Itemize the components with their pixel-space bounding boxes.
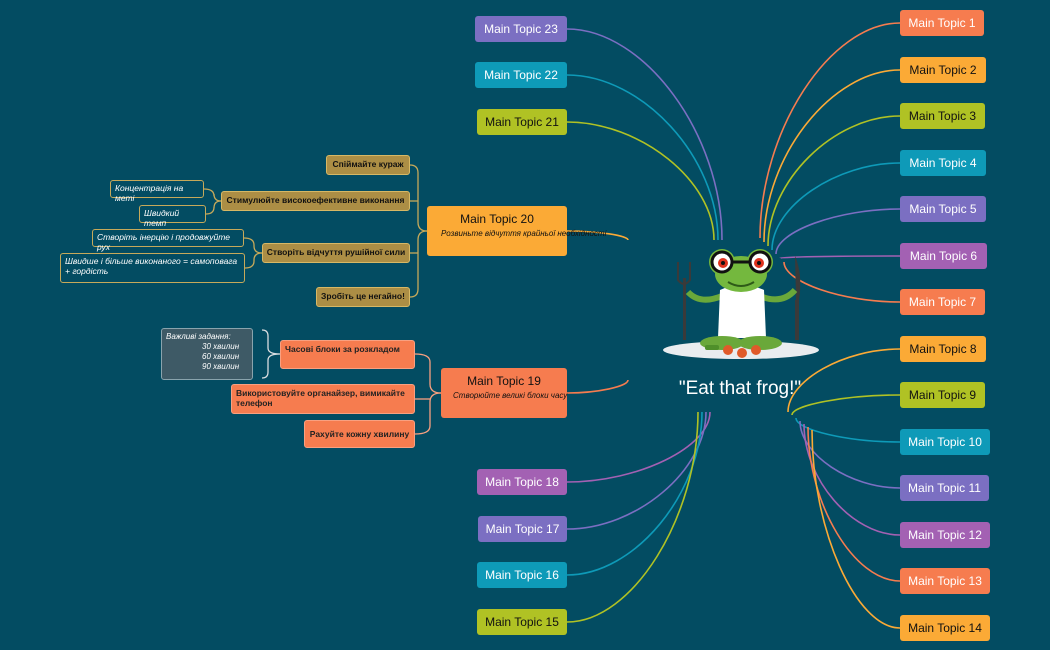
main-topic-8[interactable]: Main Topic 8 — [900, 336, 986, 362]
bracket-stimulate-a — [203, 188, 222, 202]
main-topic-9[interactable]: Main Topic 9 — [900, 382, 985, 408]
leaf-fast-pace[interactable]: Швидкий темп — [139, 205, 206, 228]
important-tasks-heading: Важливі задання: — [166, 332, 231, 341]
connector-main-topic-16 — [566, 411, 703, 576]
important-tasks-line-2: 60 хвилин — [202, 352, 240, 361]
leaf-faster-more-done[interactable]: Швидше і більше виконаного = самоповага … — [60, 253, 245, 283]
main-topic-17[interactable]: Main Topic 17 — [478, 516, 567, 542]
main-topic-7[interactable]: Main Topic 7 — [900, 289, 985, 315]
connector-main-topic-17 — [566, 411, 707, 530]
main-topic-15[interactable]: Main Topic 15 — [477, 609, 567, 635]
main-topic-19-title: Main Topic 19 — [467, 374, 541, 388]
bracket-topic19-a — [414, 353, 442, 394]
bracket-topic20-a — [409, 164, 428, 232]
connector-main-topic-10 — [795, 417, 901, 443]
important-tasks-line-1: 30 хвилин — [202, 342, 240, 351]
connector-main-topic-11 — [799, 420, 901, 489]
connector-main-topic-6 — [779, 255, 901, 259]
main-topic-6[interactable]: Main Topic 6 — [900, 243, 987, 269]
connector-main-topic-2 — [763, 69, 901, 243]
connector-main-topic-4 — [771, 162, 901, 251]
main-topic-10[interactable]: Main Topic 10 — [900, 429, 990, 455]
main-topic-22[interactable]: Main Topic 22 — [475, 62, 567, 88]
connector-lines — [566, 22, 901, 629]
connector-main-topic-1 — [759, 22, 901, 239]
connector-main-topic-12 — [803, 423, 901, 536]
connector-main-topic-23 — [566, 28, 723, 241]
main-topic-20[interactable]: Main Topic 20 Розвиньте відчуття крайньо… — [427, 206, 607, 256]
main-topic-19-note: Створюйте великі блоки часу — [453, 391, 568, 400]
main-topic-14[interactable]: Main Topic 14 — [900, 615, 990, 641]
leaf-focus-on-goal[interactable]: Концентрація на меті — [110, 180, 204, 203]
connector-main-topic-21 — [566, 121, 715, 241]
bracket-stimulate-b — [205, 200, 222, 215]
connector-main-topic-15 — [566, 411, 699, 623]
main-topic-13[interactable]: Main Topic 13 — [900, 568, 990, 594]
connector-main-topic-3 — [767, 115, 901, 247]
connector-main-topic-9 — [791, 394, 901, 416]
bracket-momentum-a — [243, 237, 263, 254]
subtopic-stimulate-performance[interactable]: Стимулюйте високоефективне виконання — [221, 191, 410, 211]
subtopic-time-blocks[interactable]: Часові блоки за розкладом — [280, 340, 415, 369]
subtopic-count-every-minute[interactable]: Рахуйте кожну хвилину — [304, 420, 415, 448]
connector-main-topic-7 — [783, 261, 901, 303]
main-topic-19[interactable]: Main Topic 19 Створюйте великі блоки час… — [441, 368, 567, 418]
connector-main-topic-20 — [566, 230, 629, 241]
subtopic-catch-courage[interactable]: Спіймайте кураж — [326, 155, 410, 175]
connector-main-topic-22 — [566, 74, 719, 241]
subtopic-momentum[interactable]: Створіть відчуття рушійної сили — [262, 243, 410, 263]
main-topic-3[interactable]: Main Topic 3 — [900, 103, 985, 129]
main-topic-23[interactable]: Main Topic 23 — [475, 16, 567, 42]
subtopic-connector-lines — [203, 164, 442, 435]
leaf-create-inertia[interactable]: Створіть інерцію і продовжуйте рух — [92, 229, 244, 252]
central-topic-title[interactable]: "Eat that frog!" — [678, 378, 802, 399]
subtopic-do-it-now[interactable]: Зробіть це негайно! — [316, 287, 410, 307]
connector-main-topic-13 — [807, 426, 901, 582]
main-topic-21[interactable]: Main Topic 21 — [477, 109, 567, 135]
bracket-topic20-b — [409, 230, 428, 298]
main-topic-11[interactable]: Main Topic 11 — [900, 475, 989, 501]
main-topic-12[interactable]: Main Topic 12 — [900, 522, 990, 548]
connector-main-topic-5 — [775, 208, 901, 255]
important-tasks-note: Важливі задання: 30 хвилин 60 хвилин 90 … — [161, 328, 253, 380]
main-topic-5[interactable]: Main Topic 5 — [900, 196, 986, 222]
bracket-momentum-b — [244, 252, 263, 269]
bracket-time-blocks — [261, 329, 281, 379]
main-topic-1[interactable]: Main Topic 1 — [900, 10, 984, 36]
main-topic-20-title: Main Topic 20 — [460, 212, 534, 226]
important-tasks-line-3: 90 хвилин — [202, 362, 240, 371]
main-topic-2[interactable]: Main Topic 2 — [900, 57, 986, 83]
main-topic-20-note: Розвиньте відчуття крайньої необхідності — [441, 229, 607, 238]
main-topic-4[interactable]: Main Topic 4 — [900, 150, 986, 176]
subtopic-use-organizer[interactable]: Використовуйте органайзер, вимикайте тел… — [231, 384, 415, 414]
connector-main-topic-14 — [811, 429, 901, 629]
bracket-topic19-b — [414, 392, 442, 435]
connector-main-topic-18 — [566, 411, 711, 483]
connector-main-topic-8 — [787, 348, 901, 413]
frog-illustration — [663, 249, 819, 359]
connector-main-topic-19 — [566, 379, 629, 394]
main-topic-16[interactable]: Main Topic 16 — [477, 562, 567, 588]
main-topic-18[interactable]: Main Topic 18 — [477, 469, 567, 495]
